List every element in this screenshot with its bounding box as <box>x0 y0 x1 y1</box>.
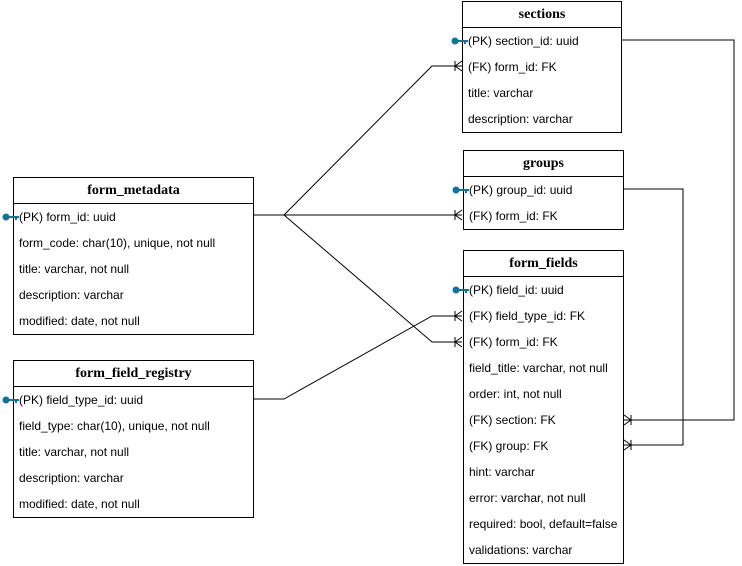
entity-sections[interactable]: sections (PK) section_id: uuid (FK) form_i… <box>451 1 622 133</box>
form-metadata-field-label: (PK) form_id: uuid <box>19 210 116 224</box>
form-metadata-field-label: modified: date, not null <box>19 314 140 328</box>
form-field-registry-title: form_field_registry <box>14 361 253 387</box>
form-fields-field-label: (FK) field_type_id: FK <box>469 309 586 323</box>
form-field-registry-field-row[interactable]: description: varchar <box>14 465 253 491</box>
form-fields-field-row[interactable]: validations: varchar <box>464 537 623 563</box>
primary-key-icon <box>2 396 19 404</box>
form-fields-field-row[interactable]: (FK) section: FK <box>464 407 623 433</box>
link-groups-form-fields <box>622 188 684 446</box>
sections-field-row[interactable]: (FK) form_id: FK <box>463 54 621 80</box>
link-sections-form-fields <box>622 39 735 421</box>
form-fields-field-row[interactable]: order: int, not null <box>464 381 623 407</box>
sections-field-row[interactable]: title: varchar <box>463 80 621 106</box>
primary-key-icon <box>451 37 468 45</box>
form-metadata-field-row[interactable]: title: varchar, not null <box>14 256 253 282</box>
form-field-registry-field-row[interactable]: field_type: char(10), unique, not null <box>14 413 253 439</box>
primary-key-icon <box>452 186 469 194</box>
crowfoot-sections-form-id <box>454 60 463 72</box>
form-fields-field-row[interactable]: (PK) field_id: uuid <box>452 277 623 303</box>
entity-form-fields[interactable]: form_fields (PK) field_id: uuid (FK) field… <box>452 250 624 564</box>
primary-key-icon <box>2 213 19 221</box>
groups-field-label: (PK) group_id: uuid <box>469 183 573 197</box>
form-fields-field-row[interactable]: required: bool, default=false <box>464 511 623 537</box>
form-fields-field-row[interactable]: field_title: varchar, not null <box>464 355 623 381</box>
form-fields-field-label: order: int, not null <box>469 387 562 401</box>
form-fields-field-label: (PK) field_id: uuid <box>469 283 564 297</box>
groups-field-label: (FK) form_id: FK <box>469 209 558 223</box>
form-fields-field-row[interactable]: error: varchar, not null <box>464 485 623 511</box>
sections-field-label: (FK) form_id: FK <box>468 60 557 74</box>
crowfoot-form-fields-form-id <box>454 336 463 348</box>
groups-field-row[interactable]: (FK) form_id: FK <box>464 203 623 229</box>
form-metadata-field-row[interactable]: form_code: char(10), unique, not null <box>14 230 253 256</box>
form-field-registry-field-label: title: varchar, not null <box>19 445 130 459</box>
crowfoot-form-fields-group <box>623 439 632 451</box>
form-fields-field-label: (FK) group: FK <box>469 439 549 453</box>
form-metadata-field-row[interactable]: modified: date, not null <box>14 308 253 334</box>
entity-form-metadata[interactable]: form_metadata (PK) form_id: uuid form_code… <box>2 177 254 335</box>
form-fields-field-label: validations: varchar <box>469 543 573 557</box>
sections-field-label: (PK) section_id: uuid <box>468 34 579 48</box>
form-fields-field-row[interactable]: (FK) form_id: FK <box>464 329 623 355</box>
entity-form-field-registry[interactable]: form_field_registry (PK) field_type_id: u… <box>2 360 254 518</box>
form-metadata-title: form_metadata <box>14 178 253 204</box>
form-metadata-field-label: form_code: char(10), unique, not null <box>19 236 216 250</box>
form-metadata-field-label: title: varchar, not null <box>19 262 130 276</box>
form-fields-field-label: (FK) form_id: FK <box>469 335 558 349</box>
form-field-registry-field-row[interactable]: (PK) field_type_id: uuid <box>2 387 253 413</box>
form-field-registry-field-label: description: varchar <box>19 471 124 485</box>
form-field-registry-field-label: modified: date, not null <box>19 497 140 511</box>
primary-key-icon <box>452 286 469 294</box>
form-fields-field-label: error: varchar, not null <box>469 491 586 505</box>
form-field-registry-field-label: field_type: char(10), unique, not null <box>19 419 210 433</box>
form-fields-field-label: required: bool, default=false <box>469 517 618 531</box>
crowfoot-form-fields-field-type-id <box>454 310 463 322</box>
sections-title: sections <box>463 2 621 28</box>
link-form-metadata-sections <box>254 65 462 216</box>
form-field-registry-field-row[interactable]: modified: date, not null <box>14 491 253 517</box>
crowfoot-form-fields-section <box>623 414 632 426</box>
form-fields-field-label: (FK) section: FK <box>469 413 556 427</box>
form-fields-field-row[interactable]: (FK) field_type_id: FK <box>464 303 623 329</box>
form-fields-field-row[interactable]: hint: varchar <box>464 459 623 485</box>
form-metadata-field-row[interactable]: description: varchar <box>14 282 253 308</box>
form-fields-field-label: hint: varchar <box>469 465 536 479</box>
form-fields-field-row[interactable]: (FK) group: FK <box>464 433 623 459</box>
sections-field-row[interactable]: (PK) section_id: uuid <box>451 28 621 54</box>
sections-field-label: title: varchar <box>468 86 534 100</box>
form-field-registry-field-label: (PK) field_type_id: uuid <box>19 393 144 407</box>
entity-groups[interactable]: groups (PK) group_id: uuid (FK) form_id: F… <box>452 150 624 230</box>
link-form-metadata-form-fields <box>283 214 462 343</box>
link-registry-form-fields <box>254 315 462 400</box>
crowfoot-groups-form-id <box>454 209 463 221</box>
form-fields-field-label: field_title: varchar, not null <box>469 361 608 375</box>
groups-title: groups <box>464 151 623 177</box>
sections-field-row[interactable]: description: varchar <box>463 106 621 132</box>
groups-field-row[interactable]: (PK) group_id: uuid <box>452 177 623 203</box>
sections-field-label: description: varchar <box>468 112 573 126</box>
form-fields-title: form_fields <box>464 251 623 277</box>
form-metadata-field-row[interactable]: (PK) form_id: uuid <box>2 204 253 230</box>
form-field-registry-field-row[interactable]: title: varchar, not null <box>14 439 253 465</box>
form-metadata-field-label: description: varchar <box>19 288 124 302</box>
